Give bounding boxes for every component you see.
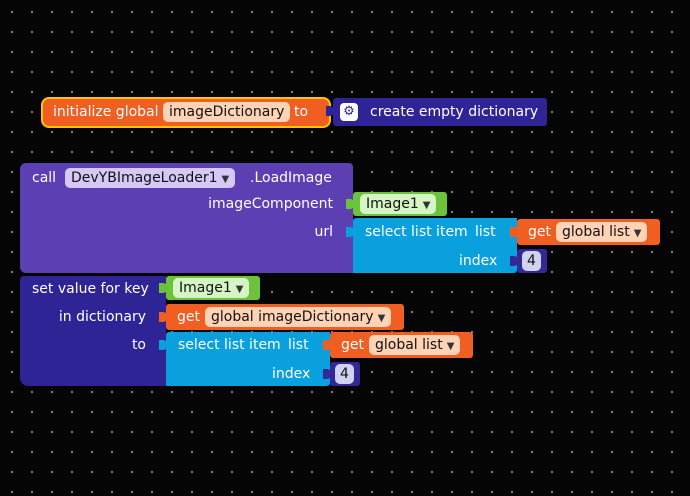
select-list-item-plug (346, 227, 354, 237)
get-global-imagedictionary-plug (159, 312, 167, 322)
select-list-item-label: select list item (365, 224, 468, 240)
global-variable-name-field[interactable]: imageDictionary (163, 102, 291, 122)
component-dropdown[interactable]: DevYBImageLoader1▼ (65, 168, 236, 188)
dropdown-arrow-icon: ▼ (422, 200, 431, 211)
create-empty-dictionary-block[interactable] (333, 98, 547, 126)
select-list-item-list-label: list (475, 224, 496, 240)
global-list-name: global list (562, 224, 630, 240)
get-label: get (341, 337, 364, 353)
select-list-item-block[interactable] (353, 218, 517, 273)
key-image1-dropdown[interactable]: Image1▼ (173, 278, 250, 298)
gear-icon[interactable]: ⚙ (340, 103, 358, 121)
global-list-name: global list (375, 337, 443, 353)
get-global-list-plug (323, 340, 331, 350)
param-imagecomponent-label: imageComponent (208, 196, 333, 212)
select-list-item-index-label: index (272, 366, 311, 382)
set-value-for-key-block[interactable] (20, 276, 166, 386)
initialize-global-label: initialize global (53, 104, 159, 120)
image1-name: Image1 (366, 196, 419, 212)
param-url-label: url (314, 224, 333, 240)
dropdown-arrow-icon: ▼ (235, 284, 244, 295)
global-list-dropdown[interactable]: global list▼ (369, 335, 461, 355)
global-imagedictionary-name: global imageDictionary (211, 309, 374, 325)
number-field[interactable]: 4 (522, 251, 541, 271)
component-name: DevYBImageLoader1 (71, 170, 218, 186)
select-list-item-index-label: index (459, 253, 498, 269)
initialize-to-label: to (294, 104, 309, 120)
in-dictionary-label: in dictionary (58, 309, 146, 325)
image1-component-plug (346, 199, 354, 209)
global-list-dropdown[interactable]: global list▼ (556, 222, 648, 242)
key-image1-name: Image1 (179, 280, 232, 296)
key-image1-plug (159, 283, 167, 293)
get-label: get (177, 309, 200, 325)
set-to-label: to (131, 337, 146, 353)
number-field[interactable]: 4 (335, 364, 354, 384)
set-value-for-key-label: set value for key (32, 281, 149, 297)
dropdown-arrow-icon: ▼ (633, 228, 642, 239)
dropdown-arrow-icon: ▼ (377, 313, 386, 324)
get-global-list-plug (510, 227, 518, 237)
select-list-item-plug (159, 340, 167, 350)
get-label: get (528, 224, 551, 240)
call-label: call (32, 170, 57, 186)
select-list-item-label: select list item (178, 337, 281, 353)
number-plug (323, 369, 331, 379)
select-list-item-block[interactable] (166, 332, 330, 386)
global-imagedictionary-dropdown[interactable]: global imageDictionary▼ (205, 307, 392, 327)
create-empty-dictionary-label: create empty dictionary (370, 104, 539, 120)
image1-component-dropdown[interactable]: Image1▼ (360, 194, 437, 214)
dropdown-arrow-icon: ▼ (446, 341, 455, 352)
method-name: .LoadImage (250, 170, 332, 186)
create-empty-dictionary-plug (326, 106, 334, 116)
number-plug (510, 256, 518, 266)
select-list-item-list-label: list (288, 337, 309, 353)
dropdown-arrow-icon: ▼ (221, 174, 230, 185)
